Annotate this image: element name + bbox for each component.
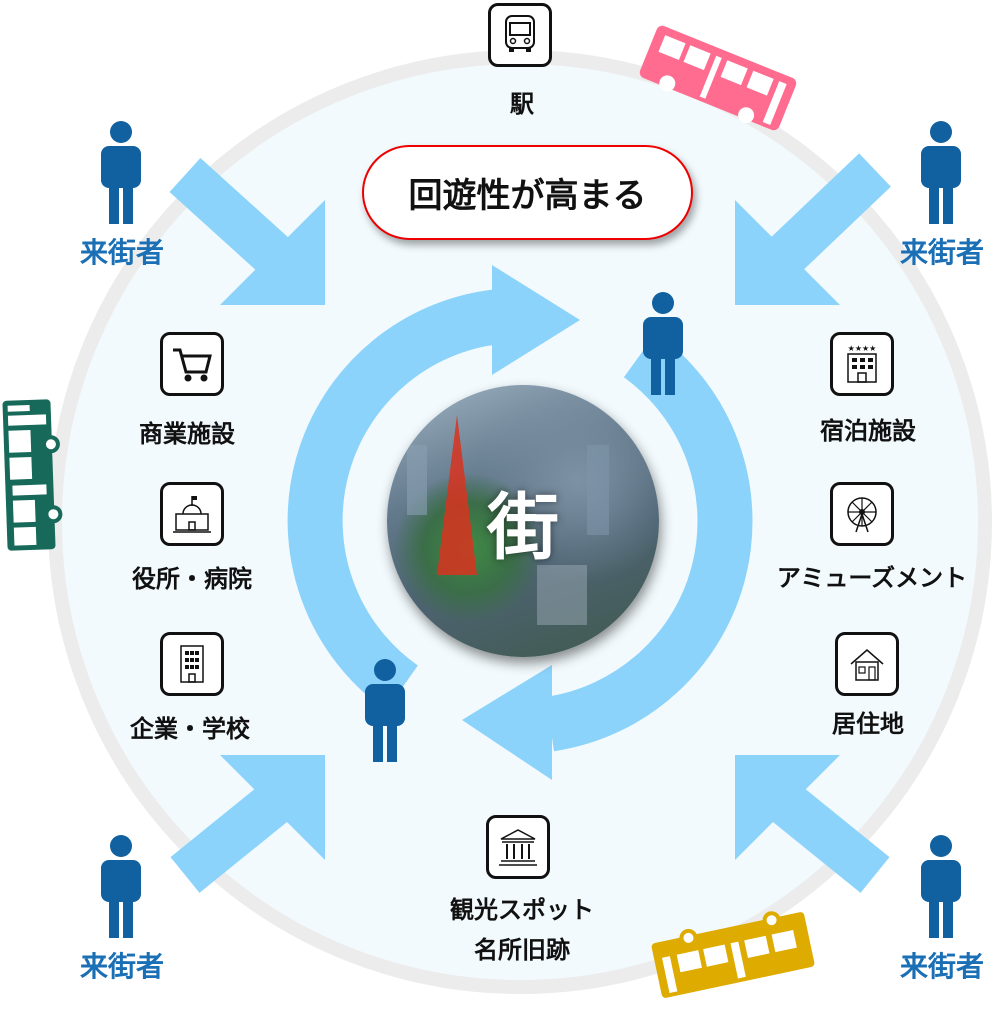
- government-building-icon: [160, 482, 224, 546]
- bus-pink-icon: [639, 25, 797, 131]
- hotel-icon: ★★★★: [830, 332, 894, 396]
- headline-pill: 回遊性が高まる: [362, 145, 693, 240]
- shopping-cart-icon: [160, 332, 224, 396]
- arrow-top-left: [169, 157, 325, 305]
- bus-green-icon: [2, 399, 63, 551]
- city-photo: 街: [387, 385, 659, 657]
- bus-front-icon: [488, 3, 552, 67]
- ferris-wheel-icon: [830, 482, 894, 546]
- circulation-arrow-left: [287, 288, 508, 711]
- inflow-arrows: [169, 153, 891, 893]
- tourism-label: 観光スポット: [450, 896, 594, 924]
- svg-text:★★★★: ★★★★: [848, 344, 877, 353]
- amusement-label: アミューズメント: [776, 564, 968, 592]
- visitor-label: 来街者: [79, 236, 165, 269]
- commercial-label: 商業施設: [139, 420, 235, 448]
- visitor-person-icon: [921, 121, 961, 224]
- historic-sites-label: 名所旧跡: [474, 936, 570, 964]
- headline-text: 回遊性が高まる: [408, 176, 647, 216]
- station-label: 駅: [510, 90, 534, 118]
- visitor-person-icon: [921, 835, 961, 938]
- house-icon: [835, 632, 899, 696]
- visitor-label: 来街者: [899, 950, 985, 983]
- museum-icon: [486, 815, 550, 879]
- visitor-label: 来街者: [899, 236, 985, 269]
- visitor-person-icon: [101, 835, 141, 938]
- residence-label: 居住地: [832, 710, 904, 738]
- circulation-arrowhead-top: [492, 265, 580, 375]
- government-label: 役所・病院: [132, 565, 252, 593]
- office-school-label: 企業・学校: [130, 715, 250, 743]
- arrow-top-right: [735, 153, 891, 305]
- arrow-bottom-left: [170, 755, 325, 893]
- bus-yellow-icon: [651, 911, 815, 998]
- visitor-label: 来街者: [79, 950, 165, 983]
- arrow-bottom-right: [735, 755, 890, 893]
- circulation-arrowhead-bottom: [462, 665, 552, 780]
- tokyo-tower-icon: [407, 415, 609, 625]
- office-building-icon: [160, 632, 224, 696]
- city-label: 街: [486, 485, 560, 570]
- hotel-label: 宿泊施設: [820, 417, 916, 445]
- circulation-arrow-right: [545, 332, 753, 752]
- circulation-arrows: [287, 265, 753, 780]
- visitor-person-icon: [101, 121, 141, 224]
